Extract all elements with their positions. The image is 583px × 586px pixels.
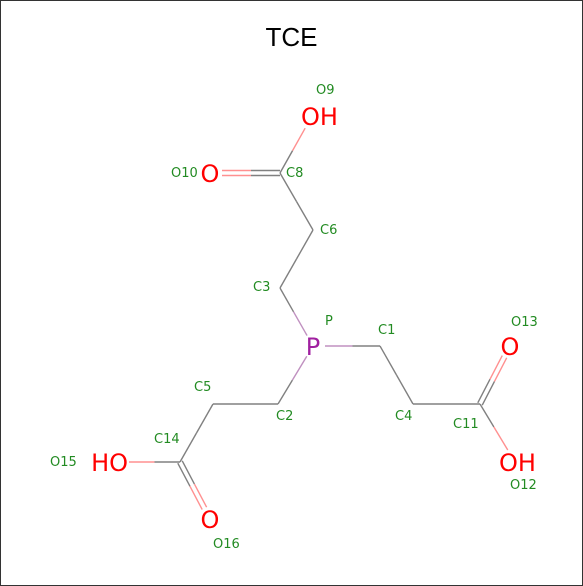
bond-C6-C8-b <box>279 172 298 202</box>
bond-P-C2-a <box>291 355 308 381</box>
atom-label-c1: C1 <box>378 323 395 338</box>
bond-C11-O13-line2-b <box>493 357 508 382</box>
bond-C14-O16-line2-a <box>177 462 191 487</box>
bond-C11-O13-line2-a <box>481 381 496 406</box>
bond-C5-C14-a <box>195 403 214 434</box>
bond-C6-C8-a <box>295 201 314 231</box>
atom-label-o10: O10 <box>171 166 198 181</box>
bond-C1-C4-a <box>379 345 398 376</box>
bond-P-C3-a <box>292 311 308 336</box>
atom-o10-symbol: O <box>201 160 220 188</box>
bond-C11-O12-b <box>493 426 509 451</box>
bond-C8-O9-b <box>291 127 306 151</box>
atom-label-o15: O15 <box>50 455 77 470</box>
atom-p-symbol: P <box>306 333 320 361</box>
atom-o9-symbol: OH <box>301 103 338 131</box>
atom-o12-symbol: OH <box>499 449 536 477</box>
atom-label-c4: C4 <box>395 409 412 424</box>
atom-label-o13: O13 <box>511 315 538 330</box>
bond-C11-O13-line1-b <box>489 355 503 380</box>
atom-label-c11: C11 <box>453 417 479 432</box>
bond-C14-O16-line1-a <box>181 460 196 485</box>
bond-P-C3-b <box>279 287 295 313</box>
atom-o16-symbol: O <box>201 506 220 534</box>
bond-C14-O16-line2-b <box>189 486 203 510</box>
bond-C8-O9-a <box>279 150 294 174</box>
bond-C5-C14-b <box>179 432 198 463</box>
atom-label-o12: O12 <box>510 478 537 493</box>
atom-label-c8: C8 <box>286 166 303 181</box>
atom-label-c14: C14 <box>154 432 180 447</box>
bond-C1-C4-b <box>395 374 414 405</box>
atom-label-c3: C3 <box>253 280 270 295</box>
bond-C11-O13-line1-a <box>477 378 491 404</box>
atom-label-c5: C5 <box>194 380 211 395</box>
bond-C3-C6-b <box>295 229 314 260</box>
atom-label-o9: O9 <box>316 83 335 98</box>
bond-C14-O16-line1-b <box>193 483 208 508</box>
atom-label-c6: C6 <box>320 223 337 238</box>
atom-o15-symbol: HO <box>91 449 128 477</box>
molecule-title: TCE <box>265 22 318 52</box>
atom-label-c2: C2 <box>276 409 293 424</box>
bond-C11-O12-a <box>479 403 495 428</box>
bond-P-C2-b <box>277 379 293 405</box>
atom-label-o16: O16 <box>213 537 240 552</box>
atom-label-p: P <box>325 314 333 329</box>
atom-o13-symbol: O <box>501 333 520 361</box>
bond-C3-C6-a <box>279 258 298 289</box>
